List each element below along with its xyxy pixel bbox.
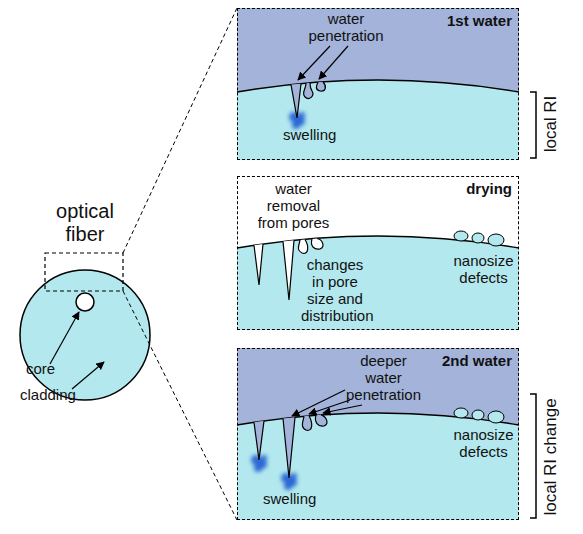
zoom-panel: drying water removal from pores changes in… — [237, 176, 519, 330]
surface-pore — [303, 83, 312, 98]
panel-title: 2nd water — [442, 353, 512, 370]
annotation-text: nanosize defects — [446, 253, 521, 287]
surface-crack — [254, 421, 264, 460]
water-region — [237, 348, 519, 425]
fiber-surface — [237, 80, 519, 92]
surface-pore — [298, 240, 307, 254]
glass-region — [237, 80, 519, 160]
pointer-arrow — [292, 390, 345, 416]
leader-arrow — [72, 362, 104, 389]
annotation-text: swelling — [283, 127, 336, 144]
nanosize-defect — [488, 411, 504, 423]
cladding-circle — [20, 270, 150, 400]
annotation-text: changes in pore size and distribution — [301, 257, 369, 325]
range-label: local RI — [541, 96, 560, 153]
zoom-line — [123, 291, 237, 520]
nanosize-defect — [454, 408, 468, 418]
fiber-core — [76, 293, 94, 311]
nanosize-defect — [454, 231, 468, 241]
nanosize-defect — [472, 233, 484, 243]
surface-crack — [283, 240, 294, 300]
panel-title: drying — [466, 181, 512, 198]
part-label: core — [26, 361, 55, 378]
range-bracket — [530, 92, 536, 158]
range-label: local RI change — [541, 398, 560, 515]
surface-pore — [315, 415, 327, 426]
part-label: cladding — [20, 387, 76, 404]
nanosize-defect — [488, 234, 504, 246]
annotation-text: deeper water penetration — [341, 353, 426, 404]
surface-crack — [291, 84, 301, 118]
panel-title: 1st water — [447, 13, 512, 30]
surface-pore — [302, 416, 311, 430]
surface-pore — [311, 239, 323, 250]
annotation-text: nanosize defects — [446, 427, 521, 461]
fiber-heading: optical fiber — [40, 200, 130, 245]
zoom-region — [45, 253, 123, 291]
annotation-text: water penetration — [301, 11, 391, 45]
annotation-text: water removal from pores — [251, 181, 336, 232]
pointer-arrow — [319, 46, 348, 79]
zoom-panel: 1st water water penetration swelling — [237, 8, 519, 160]
zoom-panel: 2nd water deeper water penetration swellin… — [237, 348, 519, 520]
surface-pore — [316, 82, 325, 91]
leader-arrow — [50, 312, 79, 364]
surface-crack — [283, 417, 295, 478]
pointer-arrow — [323, 405, 362, 413]
water-region — [237, 8, 519, 92]
nanosize-defect — [472, 410, 484, 420]
zoom-line — [123, 8, 237, 253]
pointer-arrow — [298, 46, 330, 80]
annotation-text: swelling — [263, 491, 316, 508]
surface-crack — [254, 244, 263, 285]
range-bracket — [530, 394, 536, 518]
